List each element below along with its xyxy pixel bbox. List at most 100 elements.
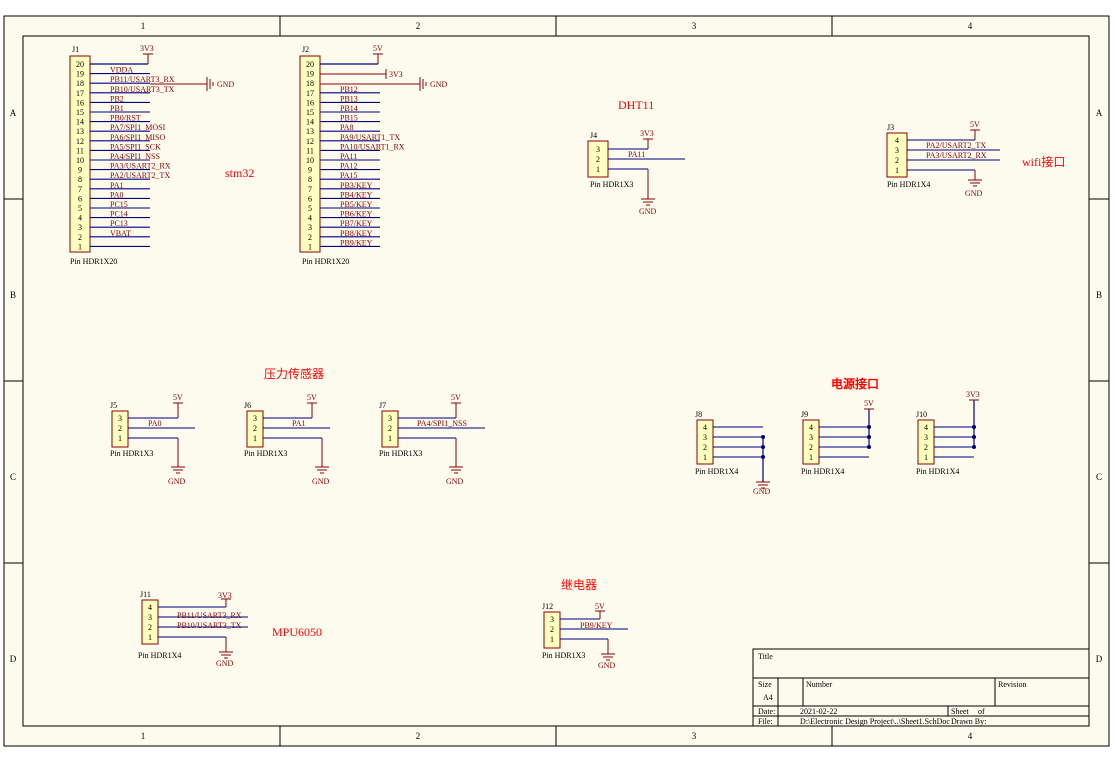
connector-j10[interactable]: J10 4 3 2 1 3V3 Pin HDR1X4 [916, 390, 980, 476]
j7-pin-2: 2 [388, 424, 392, 433]
zone-col-1-top: 1 [141, 21, 146, 31]
j3-pin-1: 1 [895, 166, 899, 175]
j7-power-label: 5V [451, 393, 461, 402]
j11-footprint: Pin HDR1X4 [138, 651, 181, 660]
zone-row-d-left: D [10, 654, 17, 664]
connector-j8[interactable]: J8 4 3 2 1 GND Pin HDR1X4 [695, 410, 771, 496]
j1-pin-number: 1 [78, 242, 82, 251]
file-label: File: [758, 717, 773, 726]
j12-body [543, 611, 561, 649]
j6-net-label: PA1 [292, 419, 306, 428]
j1-net-label: PA2/USART2_TX [110, 171, 170, 180]
j8-pin-2: 2 [703, 443, 707, 452]
connector-j5[interactable]: J5 3 2 1 PA0 5V GND Pin HDR1X3 [110, 393, 195, 486]
j5-footprint: Pin HDR1X3 [110, 449, 153, 458]
j5-power-label: 5V [173, 393, 183, 402]
j11-pin-3: 3 [148, 613, 152, 622]
j4-pin-1: 1 [596, 165, 600, 174]
j5-gnd-label: GND [168, 477, 186, 486]
j4-pin-2: 2 [596, 155, 600, 164]
connector-j7[interactable]: J7 3 2 1 PA4/SPI1_NSS 5V GND Pin HDR1X3 [379, 393, 485, 486]
j2-pin-number: 18 [306, 79, 314, 88]
zone-col-2-top: 2 [416, 21, 421, 31]
j2-pin-number: 17 [306, 89, 314, 98]
connector-j3[interactable]: J3 4 3 2 1 PA2/USART2_TX PA3/USART2_RX 5… [886, 120, 1000, 198]
j2-net-label: PB13 [340, 94, 358, 103]
zone-col-4-top: 4 [968, 21, 973, 31]
j2-net-label: PB14 [340, 104, 358, 113]
connector-j6[interactable]: J6 3 2 1 PA1 5V GND Pin HDR1X3 [244, 393, 330, 486]
j2-pin-number: 6 [308, 194, 312, 203]
j2-pin-number: 4 [308, 214, 312, 223]
j11-net-rx: PB11/USART3_RX [177, 611, 242, 620]
zone-dividers [4, 16, 1109, 746]
j2-net-label: PB5/KEY [340, 200, 373, 209]
zone-row-c-left: C [10, 472, 16, 482]
j6-power-label: 5V [307, 393, 317, 402]
j3-pin-4: 4 [895, 136, 899, 145]
j1-pin-number: 2 [78, 233, 82, 242]
j3-power-label: 5V [970, 120, 980, 129]
connector-j4[interactable]: J4 3 2 1 PA11 3V3 GND Pin HDR1X3 [587, 129, 685, 216]
connector-j12[interactable]: J12 3 2 1 PB9/KEY 5V GND Pin HDR1X3 [542, 602, 628, 670]
j2-pin-number: 16 [306, 98, 314, 107]
j1-pin-number: 8 [78, 175, 82, 184]
j4-designator: J4 [590, 131, 597, 140]
heading-power-interface: 电源接口 [831, 376, 879, 391]
j1-net-label: VDDA [110, 66, 133, 75]
j1-pin-number: 15 [76, 108, 84, 117]
j12-pin-3: 3 [550, 615, 554, 624]
j8-footprint: Pin HDR1X4 [695, 467, 738, 476]
j9-pin-2: 2 [809, 443, 813, 452]
j11-gnd-label: GND [216, 659, 234, 668]
j7-pin-3: 3 [388, 414, 392, 423]
j1-gnd-label: GND [217, 80, 235, 89]
sheet-label: Sheet [951, 707, 970, 716]
j2-net-label: PB6/KEY [340, 210, 373, 219]
j1-pin-number: 5 [78, 204, 82, 213]
zone-row-a-left: A [10, 108, 17, 118]
j1-net-label: PA3/USART2_RX [110, 162, 171, 171]
j2-pin-number: 20 [306, 60, 314, 69]
heading-pressure-sensor: 压力传感器 [264, 366, 324, 381]
heading-stm32: stm32 [225, 166, 254, 180]
j2-pin-number: 19 [306, 70, 314, 79]
zone-row-c-right: C [1096, 472, 1102, 482]
zone-row-a-right: A [1096, 108, 1103, 118]
j3-pin-3: 3 [895, 146, 899, 155]
j6-pin-1: 1 [253, 434, 257, 443]
j1-net-label: PB2 [110, 94, 124, 103]
j1-net-label: PC15 [110, 200, 128, 209]
j2-net-label: PB7/KEY [340, 219, 373, 228]
j2-net-label: PB12 [340, 85, 358, 94]
of-label: of [978, 707, 985, 716]
connector-j9[interactable]: J9 4 3 2 1 5V Pin HDR1X4 [801, 399, 874, 476]
connector-j11[interactable]: J11 4 3 2 1 PB11/USART3_RX PB10/USART3_T… [138, 590, 248, 668]
j11-designator: J11 [140, 590, 151, 599]
j1-pin-number: 11 [76, 146, 84, 155]
j1-net-label: PA6/SPI1_MISO [110, 133, 166, 142]
j1-net-label: PA4/SPI1_NSS [110, 152, 160, 161]
j1-pin-number: 10 [76, 156, 84, 165]
j2-pin-number: 10 [306, 156, 314, 165]
j8-designator: J8 [695, 410, 702, 419]
number-label: Number [806, 680, 833, 689]
j3-gnd-label: GND [965, 189, 983, 198]
zone-col-4-bottom: 4 [968, 731, 973, 741]
size-value: A4 [763, 693, 773, 702]
j9-body [802, 419, 820, 465]
j2-pin-number: 3 [308, 223, 312, 232]
j4-net-label: PA11 [628, 150, 645, 159]
heading-relay: 继电器 [561, 578, 597, 592]
zone-row-d-right: D [1096, 654, 1103, 664]
j1-body [69, 55, 91, 253]
j11-body [141, 599, 159, 645]
j1-pin-number: 14 [76, 118, 84, 127]
j1-net-label: PA0 [110, 190, 124, 199]
j1-net-label: PC14 [110, 210, 128, 219]
j2-pin-number: 11 [306, 146, 314, 155]
heading-mpu6050: MPU6050 [272, 625, 322, 639]
